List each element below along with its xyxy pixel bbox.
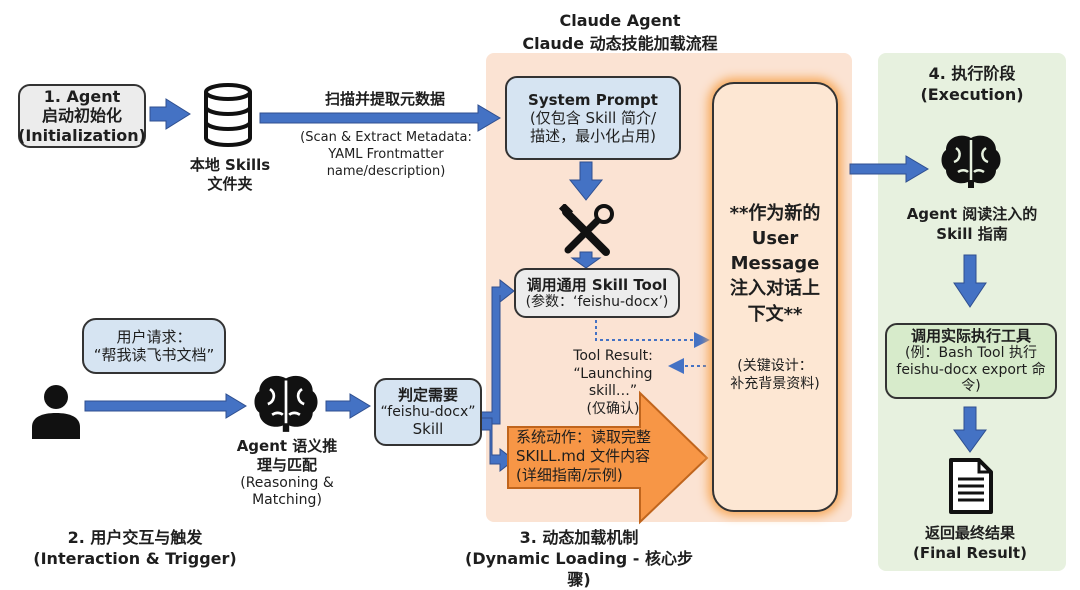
agent-reason-line2: 理与匹配 [256, 455, 317, 474]
system-action-line1: 系统动作：读取完整 [516, 428, 652, 446]
user-message-line4: 注入对话上 [729, 278, 820, 300]
arrow-init-to-folder [149, 98, 191, 130]
user-icon [32, 385, 80, 439]
step4-line1: 4. 执行阶段 [928, 64, 1016, 83]
judge-line1: 判定需要 [397, 385, 458, 404]
agent-reason-line3: (Reasoning & [240, 474, 334, 491]
arrow-message-to-execution [849, 155, 929, 183]
tool-result-line3: (仅确认) [586, 400, 640, 417]
step1-line3: (Initialization) [18, 125, 146, 145]
arrow-exec-tool-down [953, 406, 987, 453]
user-message-line1: **作为新的 [729, 202, 821, 224]
user-message-note2: 补充背景资料) [730, 375, 820, 392]
agent-read-line2: Skill 指南 [936, 224, 1008, 243]
agent-brain-icon [254, 375, 318, 432]
step3-caption: 3. 动态加载机制 (Dynamic Loading - 核心步骤) [456, 528, 702, 590]
user-message-line5: 下文** [747, 303, 803, 325]
exec-tool-title: 调用实际执行工具 [910, 326, 1031, 345]
arrow-agent-read-down [953, 254, 987, 308]
brain-icon [941, 135, 1001, 188]
user-request-line1: 用户请求： [116, 328, 192, 346]
database-icon [204, 83, 252, 147]
tool-result-label: Tool Result: “Launching skill…” (仅确认) [548, 348, 678, 418]
local-skills-line1: 本地 Skills [189, 156, 271, 174]
system-action-line3: (详细指南/示例) [516, 465, 623, 484]
judge-line3: Skill [412, 420, 444, 439]
tool-result-line2: “Launching skill…” [573, 365, 653, 400]
arrow-scan-to-system-prompt [259, 104, 501, 132]
arrow-judge-up-to-skill-tool [479, 278, 515, 425]
exec-tool-line1: (例：Bash Tool 执行 [905, 344, 1037, 361]
scan-title: 扫描并提取元数据 [324, 90, 445, 108]
scan-details: (Scan & Extract Metadata: YAML Frontmatt… [286, 130, 486, 181]
tool-result-line1: Tool Result: [573, 348, 653, 364]
scan-line2: YAML Frontmatter [328, 146, 444, 162]
system-prompt-box: System Prompt (仅包含 Skill 简介/ 描述，最小化占用) [505, 76, 681, 160]
header-line2: Claude 动态技能加载流程 [522, 34, 718, 53]
step3-line1: 3. 动态加载机制 [519, 528, 639, 547]
arrow-user-to-agent [84, 393, 247, 419]
diagram-header: Claude Agent Claude 动态技能加载流程 [520, 11, 720, 54]
judge-skill-box: 判定需要 “feishu-docx” Skill [374, 378, 482, 446]
skill-tool-title: 调用通用 Skill Tool [526, 275, 668, 294]
agent-read-line1: Agent 阅读注入的 [906, 205, 1038, 223]
user-message-line3: Message [730, 253, 820, 275]
system-action-label: 系统动作：读取完整 SKILL.md 文件内容 (详细指南/示例) [516, 428, 696, 484]
step4-line2: (Execution) [920, 84, 1024, 104]
step2-line1: 2. 用户交互与触发 [67, 528, 203, 547]
agent-reason-line4: Matching) [252, 492, 322, 508]
final-line1: 返回最终结果 [924, 524, 1015, 542]
local-skills-line2: 文件夹 [207, 174, 253, 193]
step3-line2: (Dynamic Loading - 核心步骤) [465, 548, 693, 589]
user-request-line2: “帮我读飞书文档” [93, 346, 215, 364]
local-skills-label: 本地 Skills 文件夹 [170, 156, 290, 194]
final-result-label: 返回最终结果 (Final Result) [895, 524, 1045, 563]
header-line1: Claude Agent [559, 11, 681, 30]
agent-reason-line1: Agent 语义推 [236, 437, 338, 455]
user-message-box: **作为新的 User Message 注入对话上 下文** (关键设计： 补充… [712, 82, 838, 512]
step1-line2: 启动初始化 [41, 106, 122, 126]
exec-tool-line2: feishu-docx export 命令) [896, 361, 1046, 395]
user-message-line2: User [751, 228, 799, 250]
final-line2: (Final Result) [913, 543, 1027, 562]
document-icon [949, 458, 993, 514]
system-prompt-title: System Prompt [528, 91, 658, 109]
system-action-arrow [507, 390, 709, 525]
system-prompt-line2: 描述，最小化占用) [530, 127, 656, 145]
step2-line2: (Interaction & Trigger) [33, 548, 237, 568]
agent-read-label: Agent 阅读注入的 Skill 指南 [890, 205, 1054, 244]
scan-line3: name/description) [326, 163, 446, 179]
user-request-bubble: 用户请求： “帮我读飞书文档” [82, 318, 226, 374]
user-message-title: **作为新的 User Message 注入对话上 下文** [730, 201, 821, 327]
step1-initialization-box: 1. Agent 启动初始化 (Initialization) [18, 84, 146, 148]
user-message-note1: (关键设计： [737, 357, 813, 374]
skill-tool-param: (参数：‘feishu-docx’) [525, 293, 669, 310]
user-message-note: (关键设计： 补充背景资料) [730, 357, 819, 393]
exec-tool-box: 调用实际执行工具 (例：Bash Tool 执行 feishu-docx exp… [885, 323, 1057, 399]
judge-line2: “feishu-docx” [380, 403, 476, 420]
arrow-tools-down [570, 251, 602, 269]
system-action-line2: SKILL.md 文件内容 [516, 446, 651, 465]
agent-reasoning-label: Agent 语义推 理与匹配 (Reasoning & Matching) [225, 437, 349, 510]
step2-caption: 2. 用户交互与触发 (Interaction & Trigger) [30, 528, 240, 570]
tools-icon [558, 204, 614, 256]
system-prompt-line1: (仅包含 Skill 简介/ [529, 109, 657, 127]
arrow-agent-to-judge [325, 393, 371, 419]
scan-line1: (Scan & Extract Metadata: [300, 130, 472, 145]
arrow-system-prompt-down [568, 161, 604, 201]
skill-tool-box: 调用通用 Skill Tool (参数：‘feishu-docx’) [514, 268, 680, 318]
step1-line1: 1. Agent [43, 87, 121, 107]
dotted-arrow-skill-tool-to-message [595, 320, 710, 348]
step4-title: 4. 执行阶段 (Execution) [900, 64, 1044, 106]
